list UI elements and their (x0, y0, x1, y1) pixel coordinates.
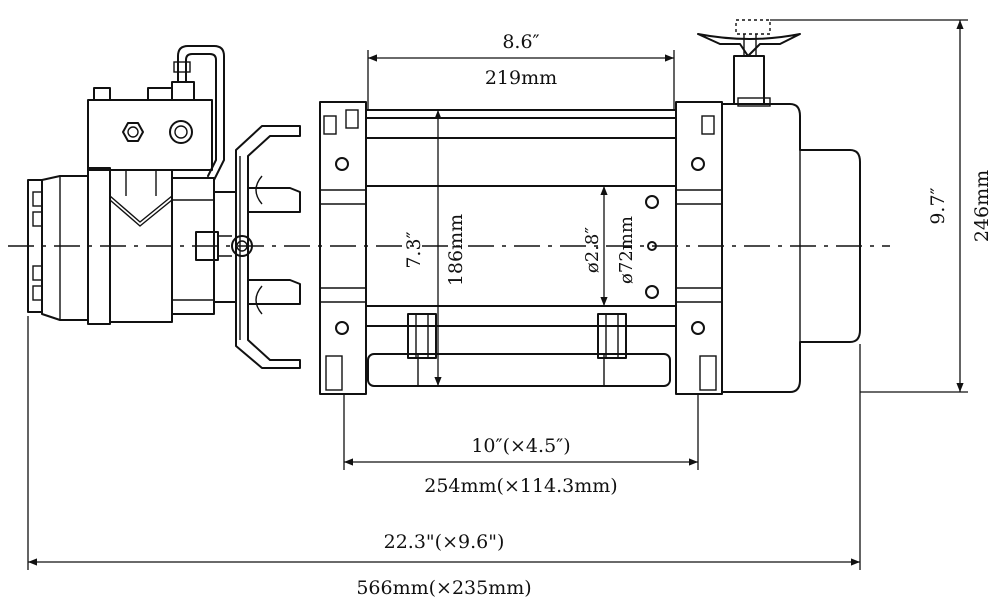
flange-dia-mm-label: 186mm (445, 214, 467, 286)
dim-height: 9.7″ 246mm (770, 19, 993, 393)
dim-drum-diameter: ø2.8″ ø72mm (582, 186, 637, 306)
flange-dia-in-label: 7.3″ (403, 231, 425, 268)
drum-length-mm-label: 219mm (485, 67, 557, 89)
dim-flange-diameter: 7.3″ 186mm (403, 110, 467, 386)
dim-mounting: 10″(×4.5″) 254mm(×114.3mm) (343, 394, 699, 497)
overall-mm-label: 566mm(×235mm) (356, 577, 531, 599)
right-end-frame (675, 101, 723, 395)
gearbox-housing (697, 19, 861, 393)
height-in-label: 9.7″ (927, 187, 949, 224)
height-mm-label: 246mm (971, 170, 993, 242)
drum-dia-mm-label: ø72mm (616, 216, 637, 284)
overall-in-label: 22.3"(×9.6") (384, 531, 505, 553)
winch-drum (365, 109, 677, 387)
left-end-frame (319, 101, 367, 395)
dim-overall-length: 22.3"(×9.6") 566mm(×235mm) (27, 316, 861, 599)
dim-drum-length: 8.6″ 219mm (367, 31, 675, 110)
drum-length-in-label: 8.6″ (502, 31, 539, 53)
drum-dia-in-label: ø2.8″ (582, 227, 603, 273)
hydraulic-motor (27, 45, 253, 325)
mount-in-label: 10″(×4.5″) (471, 435, 570, 457)
mount-mm-label: 254mm(×114.3mm) (424, 475, 617, 497)
adapter-housing (213, 125, 301, 369)
